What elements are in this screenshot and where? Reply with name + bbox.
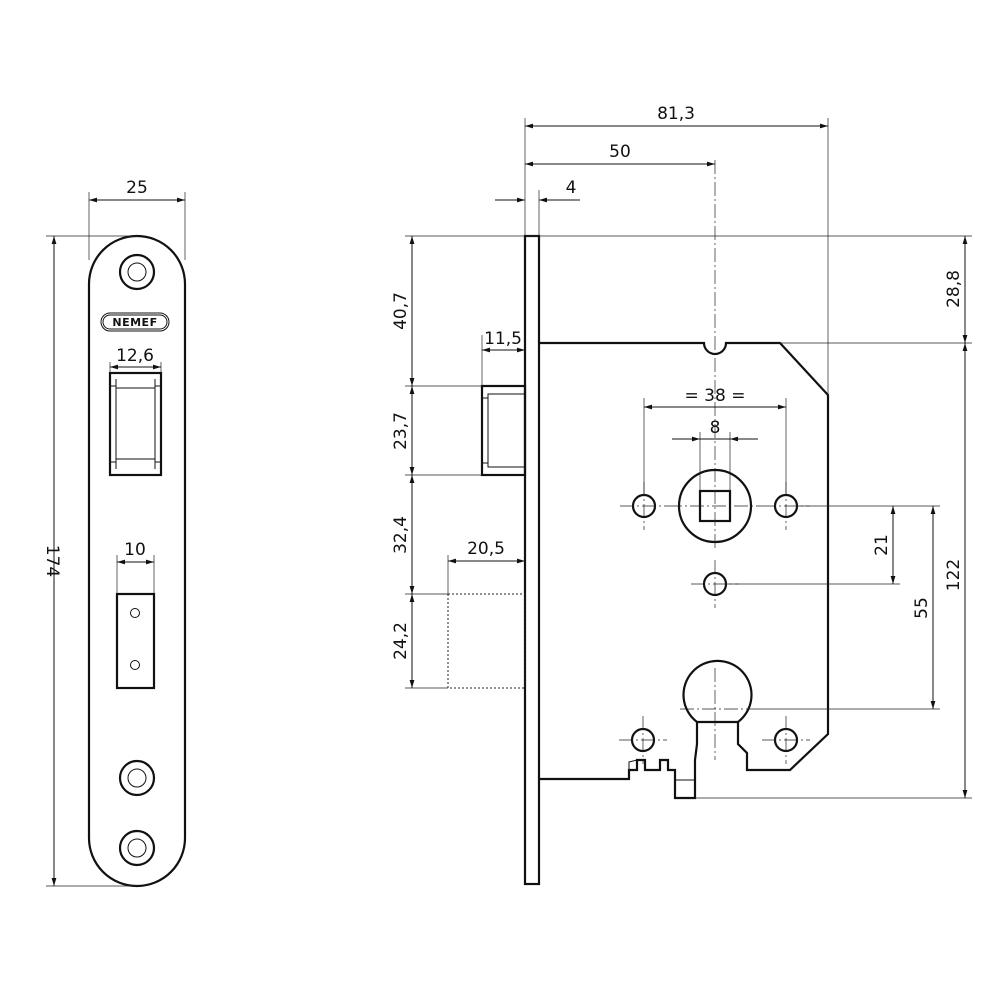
dim-latch-projection-label: 11,5 [484, 329, 522, 349]
dim-bolt-projection: 20,5 [448, 539, 525, 564]
dim-bolt-window-label: 10 [124, 540, 146, 560]
dim-top-to-latch: 40,7 [391, 236, 415, 386]
dim-overall-depth-label: 81,3 [657, 104, 695, 124]
dim-latch-window-label: 12,6 [116, 346, 154, 366]
center-lines [619, 160, 810, 764]
dim-backset-label: 50 [609, 142, 631, 162]
dim-front-width-label: 25 [126, 178, 148, 198]
dead-bolt [447, 593, 526, 689]
dim-front-height-label: 174 [42, 545, 62, 577]
bolt-window [115, 592, 156, 690]
dim-bolt-height-label: 24,2 [391, 622, 411, 660]
dim-bolt-window-width: 10 [116, 540, 155, 594]
dim-spindle-to-cylinder-label: 55 [912, 597, 932, 619]
dim-spindle-square: 8 [672, 418, 758, 442]
front-view: NEMEF 25 174 [42, 178, 187, 888]
dim-case-height: 122 [944, 343, 968, 798]
dim-latch-to-bolt: 32,4 [391, 475, 415, 594]
dim-top-to-case: 28,8 [944, 236, 968, 343]
dim-overall-depth: 81,3 [525, 104, 828, 129]
cylinder-hole [682, 659, 753, 723]
side-view: 81,3 50 4 40,7 23,7 32,4 24,2 [391, 104, 972, 886]
screw-hole-bottom-1 [118, 759, 156, 797]
side-faceplate [523, 234, 541, 886]
extension-lines [405, 118, 972, 799]
dim-latch-projection: 11,5 [482, 329, 525, 353]
dim-spindle-square-label: 8 [710, 418, 721, 438]
screw-hole-bottom-2 [118, 829, 156, 867]
dim-faceplate-thickness: 4 [495, 178, 580, 203]
dim-spindle-to-screw: 21 [872, 506, 896, 584]
dim-screw-spacing-label: = 38 = [685, 386, 746, 406]
dim-top-to-case-label: 28,8 [944, 270, 964, 308]
dim-bolt-height: 24,2 [391, 594, 415, 688]
dim-faceplate-thickness-label: 4 [566, 178, 577, 198]
brand-logo-text: NEMEF [112, 316, 157, 329]
latch-bolt [480, 384, 527, 477]
dim-case-height-label: 122 [944, 559, 964, 591]
dim-front-height: 174 [42, 235, 137, 887]
screw-hole-top [118, 253, 156, 291]
dim-spindle-to-cylinder: 55 [912, 506, 936, 709]
dim-spindle-to-screw-label: 21 [872, 534, 892, 556]
lock-case-outline [539, 341, 830, 800]
dim-latch-window-width: 12,6 [109, 346, 162, 373]
dim-bolt-projection-label: 20,5 [467, 539, 505, 559]
dim-screw-spacing: = 38 = [644, 386, 786, 410]
dim-latch-height-label: 23,7 [391, 412, 411, 450]
dim-backset: 50 [525, 142, 715, 167]
dim-top-to-latch-label: 40,7 [391, 292, 411, 330]
latch-window [108, 371, 163, 477]
dim-latch-to-bolt-label: 32,4 [391, 516, 411, 554]
dim-front-width: 25 [88, 178, 186, 260]
faceplate-outline [87, 234, 187, 888]
dim-latch-height: 23,7 [391, 386, 415, 475]
brand-logo: NEMEF [100, 312, 170, 332]
